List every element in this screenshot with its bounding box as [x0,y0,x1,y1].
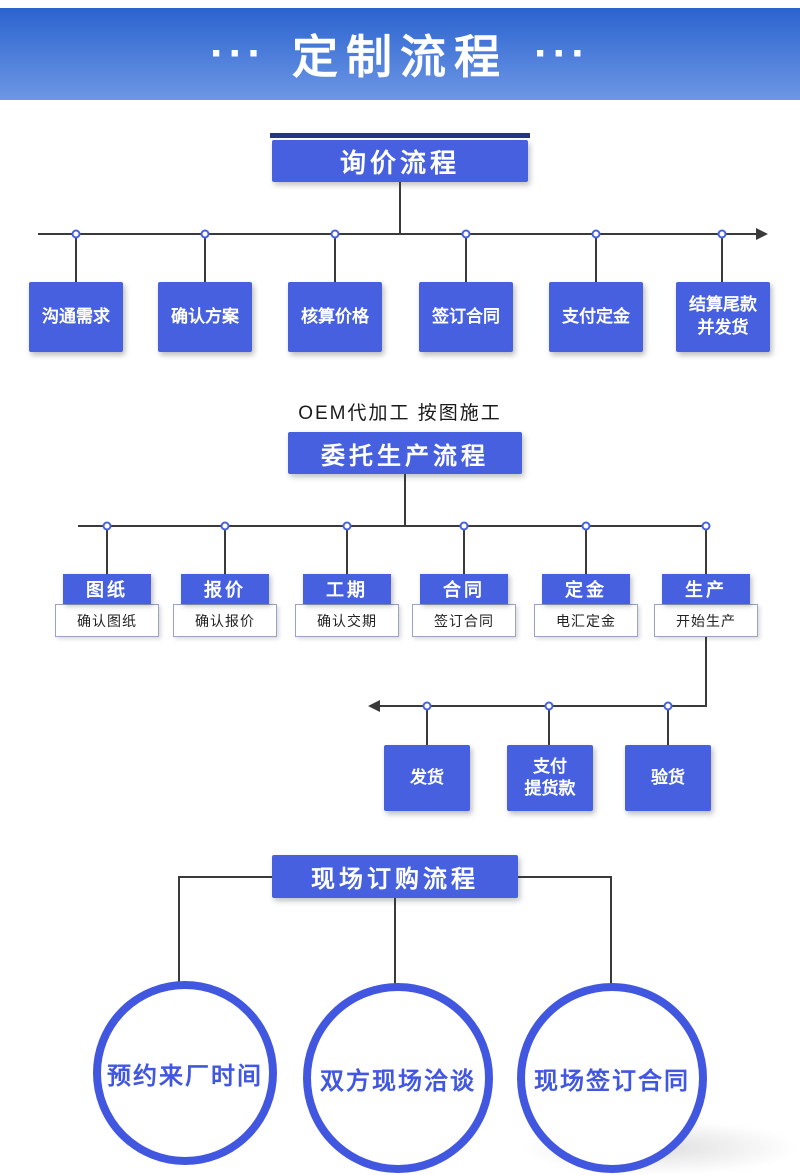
node-dot [717,229,727,239]
onsite-step-circle: 双方现场洽谈 [303,983,493,1173]
production-timeline [78,525,707,527]
inquiry-step-box: 签订合同 [419,282,513,352]
production-stage-label: 合同 [420,574,508,604]
node-dot [544,701,554,711]
production-stage-detail: 确认图纸 [55,604,159,637]
production-stage-label: 工期 [303,574,391,604]
inquiry-title-top-bar [270,133,530,138]
connector-line [224,526,226,574]
onsite-flow-title: 现场订购流程 [272,855,518,898]
production-stage-label: 图纸 [63,574,151,604]
connector-line [463,526,465,574]
arrow-left-icon [368,700,380,712]
banner-dots-left-icon: ··· [210,29,266,78]
connector-line [399,182,401,233]
production-stage-label: 定金 [542,574,630,604]
inquiry-step-box: 沟通需求 [29,282,123,352]
production-subtitle: OEM代加工 按图施工 [298,403,502,424]
production-final-step-box: 支付 提货款 [507,745,593,811]
node-dot [461,229,471,239]
node-dot [581,521,591,531]
connector-line [75,234,77,282]
connector-line [404,474,406,525]
inquiry-step-box: 核算价格 [288,282,382,352]
connector-line [595,234,597,282]
connector-line [204,234,206,282]
production-final-step-box: 验货 [625,745,711,811]
inquiry-timeline [38,233,758,235]
onsite-step-circle: 预约来厂时间 [93,981,277,1165]
page-banner: ··· 定制流程 ··· [0,8,800,100]
onsite-step-circle: 现场签订合同 [517,983,707,1173]
node-dot [459,521,469,531]
node-dot [71,229,81,239]
connector-line [721,234,723,282]
node-dot [591,229,601,239]
production-stage-detail: 签订合同 [412,604,516,637]
production-stage-detail: 开始生产 [654,604,758,637]
production-stage-label: 报价 [181,574,269,604]
node-dot [102,521,112,531]
inquiry-step-box: 结算尾款 并发货 [676,282,770,352]
inquiry-step-box: 确认方案 [158,282,252,352]
page-title: 定制流程 [292,31,508,83]
connector-line [465,234,467,282]
connector-line [548,706,550,745]
node-dot [330,229,340,239]
node-dot [220,521,230,531]
connector-line [667,706,669,745]
arrow-right-icon [756,228,768,240]
connector-line [705,637,707,705]
banner-dots-right-icon: ··· [534,29,590,78]
connector-line [585,526,587,574]
production-stage-label: 生产 [662,574,750,604]
production-flow-title: 委托生产流程 [288,432,522,474]
production-stage-detail: 确认报价 [173,604,277,637]
node-dot [663,701,673,711]
connector-line [346,526,348,574]
connector-line [334,234,336,282]
production-final-step-box: 发货 [384,745,470,811]
node-dot [342,521,352,531]
production-stage-detail: 确认交期 [295,604,399,637]
connector-line [394,898,396,986]
inquiry-step-box: 支付定金 [549,282,643,352]
connector-line [178,876,180,984]
production-return-line [378,705,707,707]
connector-line [610,876,612,986]
inquiry-flow-title: 询价流程 [272,140,528,182]
connector-line [426,706,428,745]
connector-line [518,876,612,878]
connector-line [106,526,108,574]
connector-line [705,526,707,574]
node-dot [200,229,210,239]
production-stage-detail: 电汇定金 [534,604,638,637]
node-dot [701,521,711,531]
connector-line [178,876,272,878]
node-dot [422,701,432,711]
